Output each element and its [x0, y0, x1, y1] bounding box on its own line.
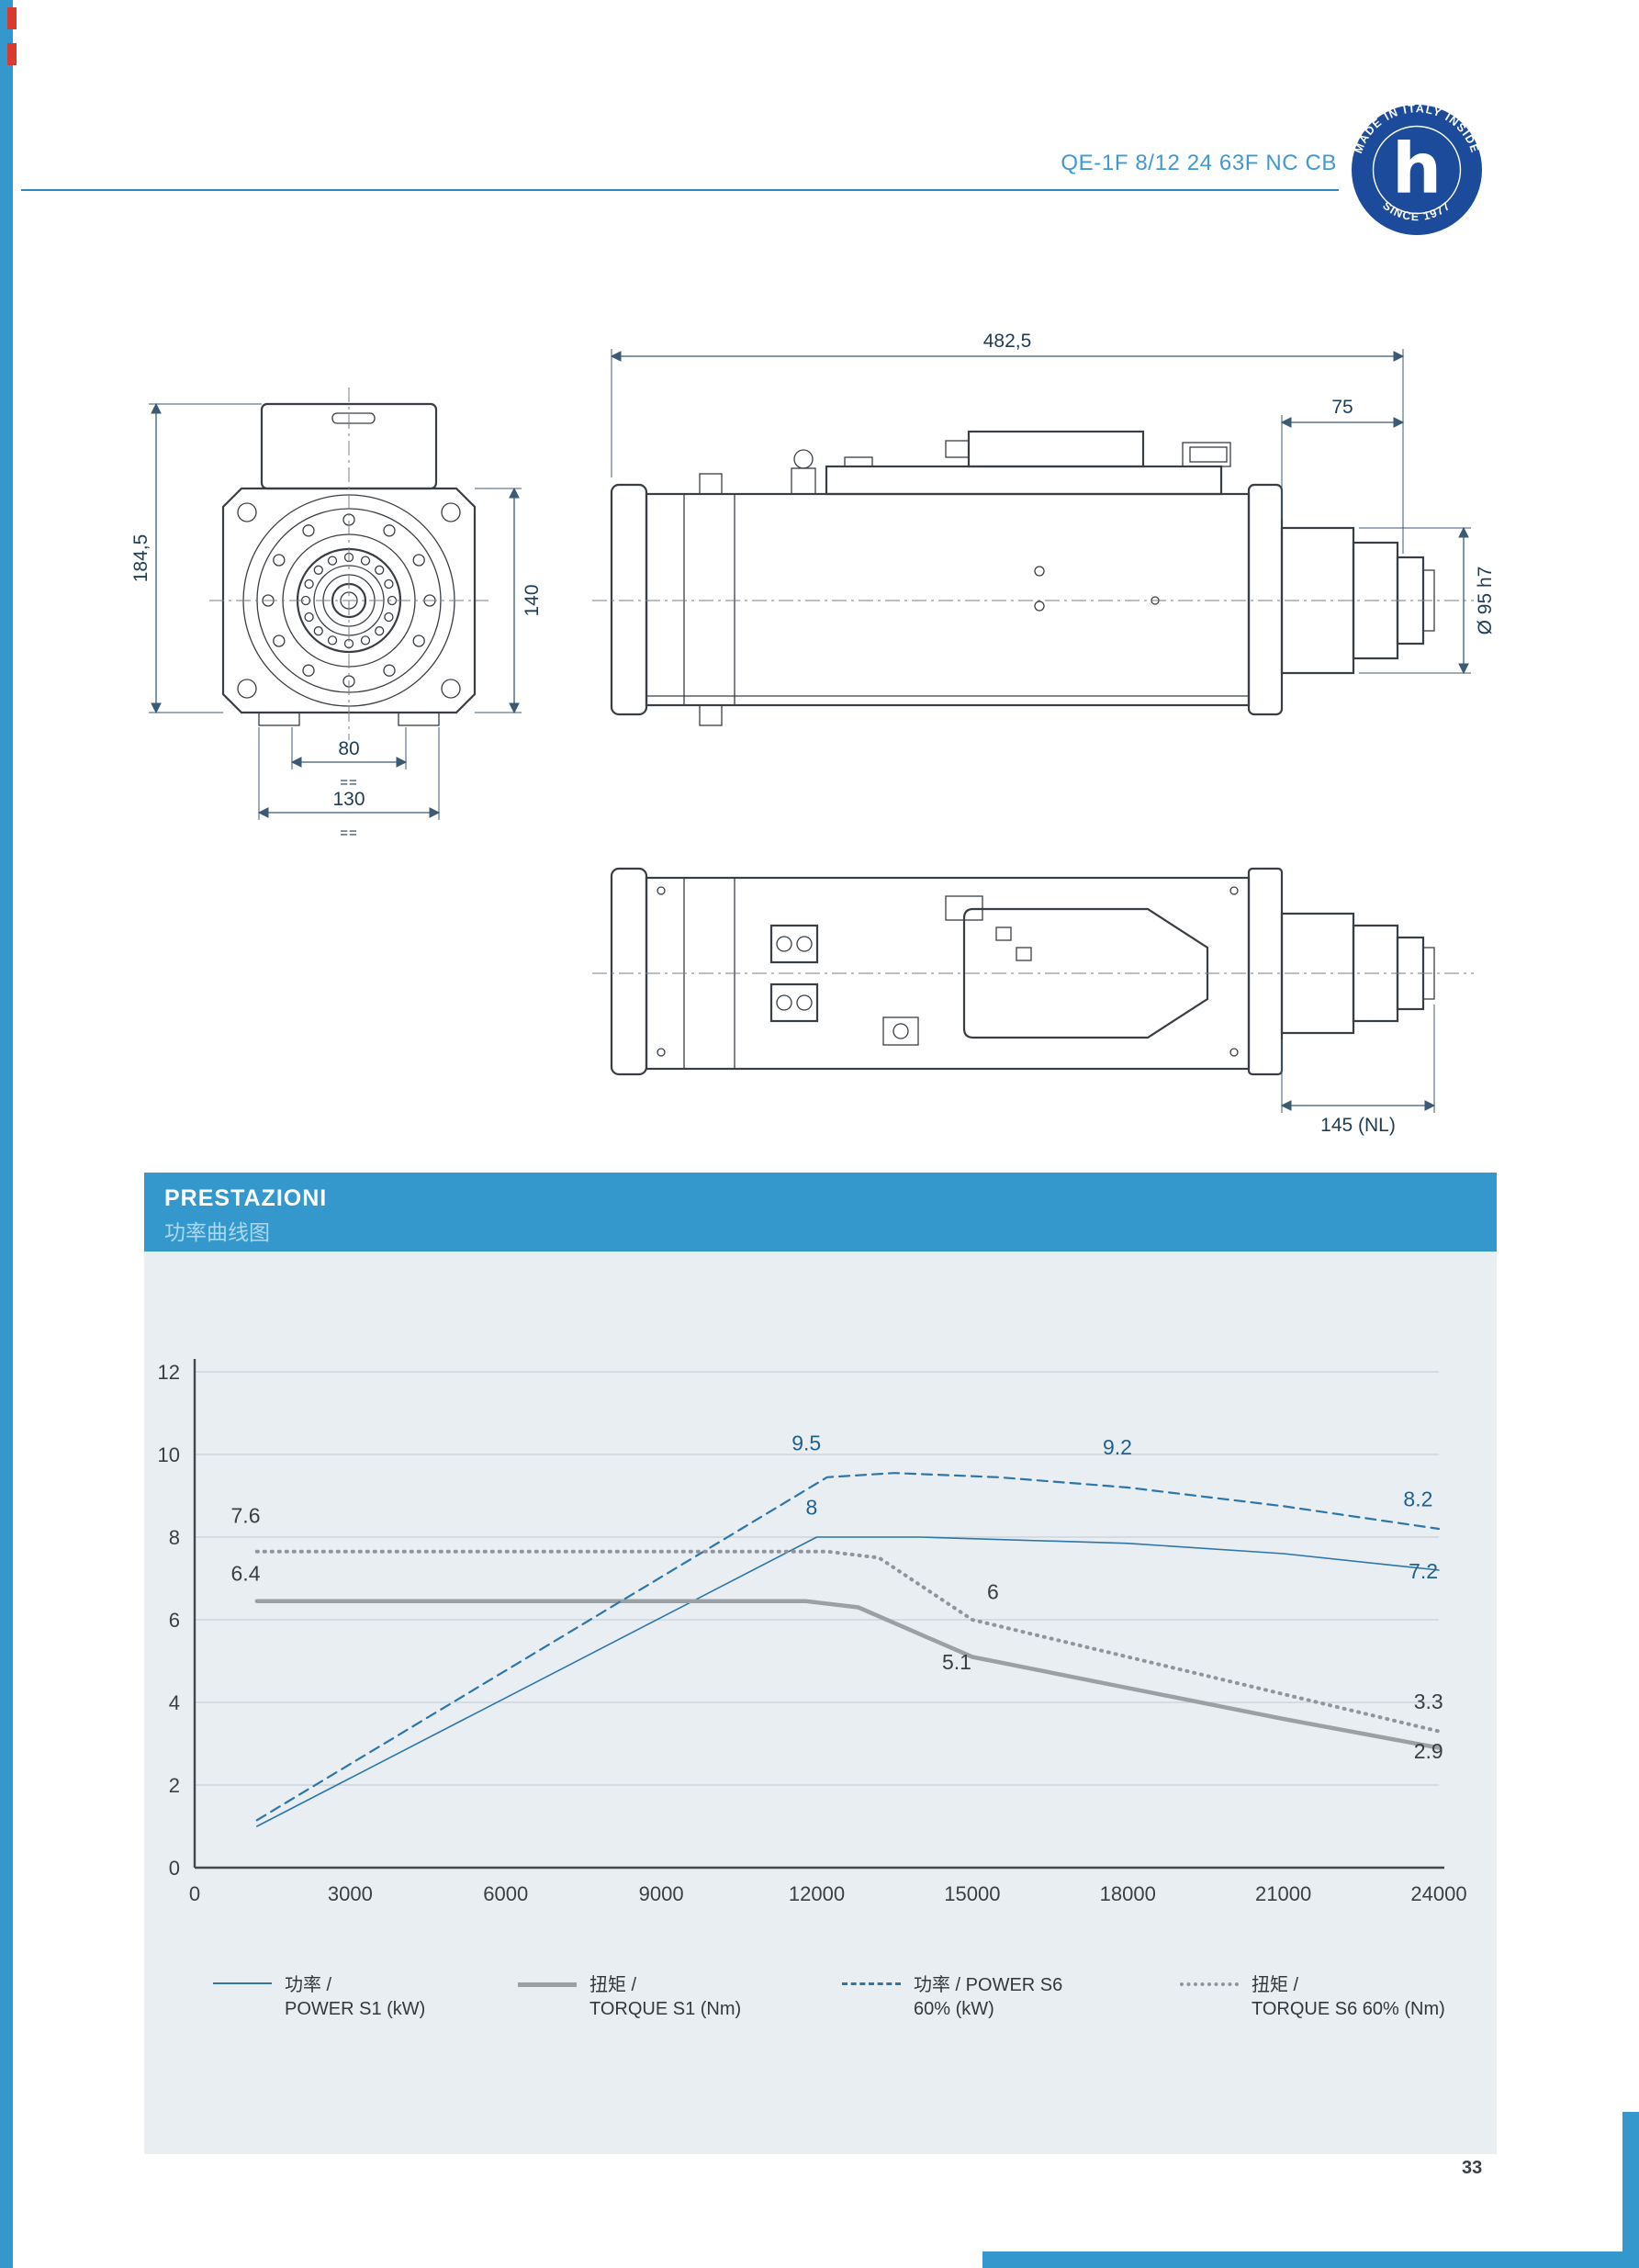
svg-text:2.9: 2.9 — [1414, 1739, 1443, 1763]
svg-text:5.1: 5.1 — [942, 1650, 971, 1674]
chart-legend: 功率 / POWER S1 (kW) 扭矩 / TORQUE S1 (Nm) 功… — [144, 1973, 1497, 2083]
svg-text:6.4: 6.4 — [231, 1561, 261, 1585]
svg-text:8: 8 — [169, 1526, 180, 1549]
made-in-italy-badge-icon: MADE IN ITALY INSIDE SINCE 1977 h — [1349, 102, 1485, 238]
centering-mark: == — [340, 775, 358, 791]
bottom-accent-bar — [982, 2251, 1639, 2268]
performance-chart: 0 2 4 6 8 10 12 0 3000 6000 9000 12000 15000 18000 210… — [158, 1359, 1467, 1905]
svg-text:15000: 15000 — [944, 1882, 1000, 1905]
svg-text:7.2: 7.2 — [1409, 1559, 1438, 1583]
page-number: 33 — [1462, 2158, 1483, 2178]
svg-text:10: 10 — [158, 1443, 180, 1466]
dim-flange-width: 130 — [332, 789, 365, 810]
svg-text:6: 6 — [169, 1609, 180, 1632]
svg-text:9.2: 9.2 — [1103, 1435, 1132, 1459]
page-title: QE-1F 8/12 24 63F NC CB — [1061, 151, 1337, 175]
dim-overall-length: 482,5 — [983, 331, 1032, 352]
svg-text:9.5: 9.5 — [791, 1432, 821, 1455]
badge-logo-letter: h — [1392, 128, 1442, 209]
svg-text:4: 4 — [169, 1691, 180, 1714]
svg-text:0: 0 — [169, 1857, 180, 1880]
svg-text:6000: 6000 — [483, 1882, 528, 1905]
registration-mark — [7, 43, 17, 65]
performance-header: PRESTAZIONI 功率曲线图 — [144, 1173, 1497, 1252]
dim-nose-length: 75 — [1331, 397, 1353, 418]
legend-label-torque-s6: 扭矩 / TORQUE S6 60% (Nm) — [1252, 1975, 1445, 2019]
registration-mark — [7, 7, 17, 29]
performance-subtitle: 功率曲线图 — [164, 1220, 270, 1244]
front-view: 184,5 140 80 == 130 == — [130, 387, 543, 841]
svg-text:21000: 21000 — [1255, 1882, 1311, 1905]
legend-label-power-s1: 功率 / POWER S1 (kW) — [285, 1975, 426, 2019]
svg-text:18000: 18000 — [1100, 1882, 1156, 1905]
dim-overall-height: 184,5 — [130, 534, 152, 583]
svg-text:8: 8 — [805, 1495, 817, 1519]
legend-item-torque-s6: 扭矩 / TORQUE S6 60% (Nm) — [1180, 1973, 1445, 2021]
left-accent-stripe — [0, 0, 13, 2268]
svg-text:0: 0 — [189, 1882, 200, 1905]
top-view: 145 (NL) — [592, 867, 1474, 1136]
legend-line-power-s6-icon — [842, 1982, 901, 1985]
svg-text:2: 2 — [169, 1774, 180, 1797]
legend-label-torque-s1: 扭矩 / TORQUE S1 (Nm) — [589, 1975, 742, 2019]
dim-foot-spacing: 80 — [338, 738, 359, 759]
performance-title: PRESTAZIONI — [164, 1185, 328, 1211]
legend-item-torque-s1: 扭矩 / TORQUE S1 (Nm) — [518, 1973, 741, 2021]
svg-text:12: 12 — [158, 1361, 180, 1384]
dim-nose-diameter: Ø 95 h7 — [1475, 567, 1496, 635]
legend-item-power-s1: 功率 / POWER S1 (kW) — [213, 1973, 425, 2021]
legend-item-power-s6: 功率 / POWER S6 60% (kW) — [842, 1973, 1062, 2021]
legend-line-torque-s6-icon — [1180, 1982, 1239, 1986]
right-accent-bar — [1622, 2112, 1639, 2268]
legend-line-power-s1-icon — [213, 1982, 272, 1984]
svg-text:6: 6 — [987, 1580, 999, 1604]
technical-drawings: 184,5 140 80 == 130 == — [130, 331, 1496, 1136]
header-divider — [21, 189, 1339, 191]
dim-nose-length-nl: 145 (NL) — [1320, 1115, 1396, 1136]
svg-text:9000: 9000 — [639, 1882, 684, 1905]
svg-text:8.2: 8.2 — [1403, 1487, 1432, 1510]
svg-text:3000: 3000 — [328, 1882, 373, 1905]
legend-line-torque-s1-icon — [518, 1982, 577, 1987]
dim-flange-height: 140 — [522, 584, 543, 616]
svg-text:7.6: 7.6 — [231, 1503, 261, 1527]
centering-mark: == — [340, 825, 358, 841]
side-view: 482,5 75 Ø 95 h7 — [592, 331, 1496, 726]
performance-panel: PRESTAZIONI 功率曲线图 0 2 4 6 8 10 12 0 3000 6000 9000… — [144, 1173, 1497, 2154]
svg-text:12000: 12000 — [789, 1882, 845, 1905]
svg-text:24000: 24000 — [1410, 1882, 1466, 1905]
svg-text:3.3: 3.3 — [1414, 1690, 1443, 1713]
legend-label-power-s6: 功率 / POWER S6 60% (kW) — [914, 1975, 1063, 2019]
